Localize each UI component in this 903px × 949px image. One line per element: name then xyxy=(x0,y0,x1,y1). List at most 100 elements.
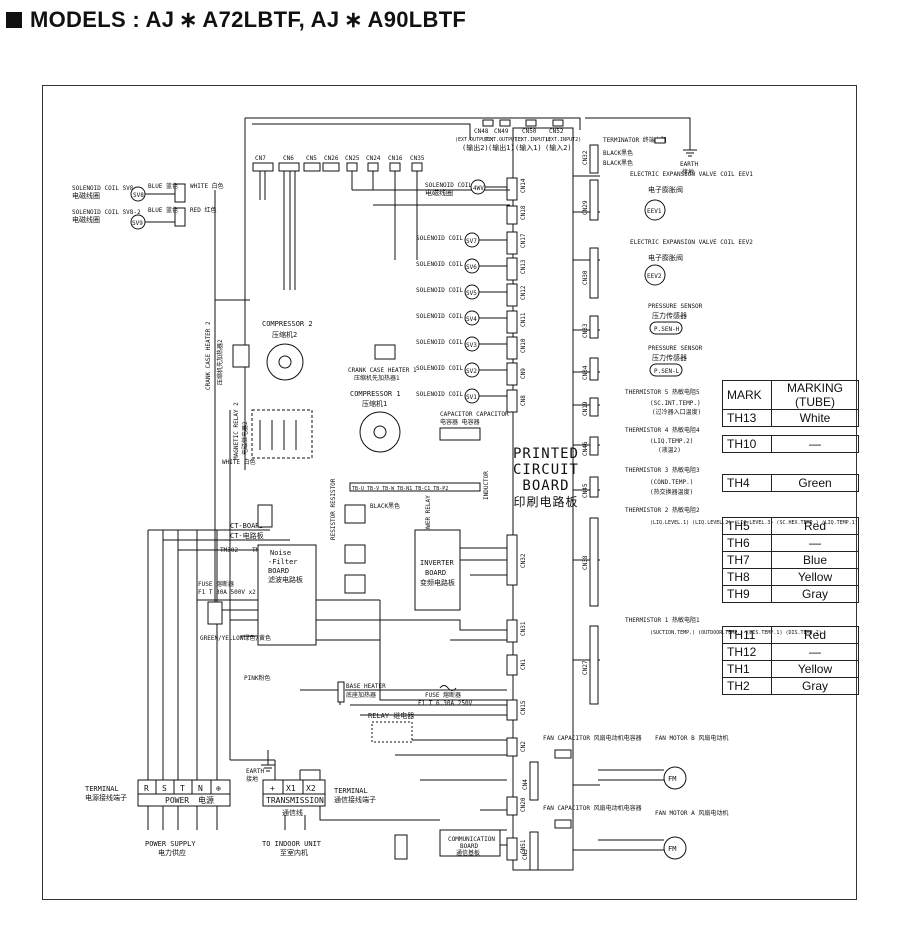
table-cell: TH4 xyxy=(722,474,772,492)
svg-text:-Filter: -Filter xyxy=(268,558,298,566)
table-row: TH6— xyxy=(722,534,859,552)
table-header-cell: MARKING (TUBE) xyxy=(771,380,859,410)
svg-text:TB-U TB-V TB-W TB-N1 TB-C1 T: TB-U TB-V TB-W TB-N1 TB-C1 TB-P2 xyxy=(352,486,448,492)
svg-text:(EXT.INPUT1): (EXT.INPUT1) xyxy=(515,137,551,143)
fan-capacitor-b: FAN CAPACITOR 风扇电动机电容器 CN4 xyxy=(522,734,642,801)
svg-text:THERMISTOR 5 热敏电阻5: THERMISTOR 5 热敏电阻5 xyxy=(625,388,700,396)
svg-text:TRANSMISSION: TRANSMISSION xyxy=(266,796,324,805)
table-cell: TH6 xyxy=(722,534,772,552)
svg-text:SOLENOID COIL: SOLENOID COIL xyxy=(416,339,463,346)
svg-text:EEV2: EEV2 xyxy=(647,273,662,280)
svg-text:印刷电路板: 印刷电路板 xyxy=(513,494,578,509)
svg-text:SOLENOID COIL: SOLENOID COIL xyxy=(416,287,463,294)
svg-text:COMPRESSOR 1: COMPRESSOR 1 xyxy=(350,390,401,398)
table-cell: TH5 xyxy=(722,517,772,535)
svg-text:(COND.TEMP.): (COND.TEMP.) xyxy=(650,479,693,486)
svg-text:CN46: CN46 xyxy=(582,441,589,456)
svg-text:CN30: CN30 xyxy=(582,270,589,285)
svg-text:MAGNETIC RELAY 2: MAGNETIC RELAY 2 xyxy=(233,402,240,460)
compressor-2: COMPRESSOR 2 压缩机2 CRANK CASE HEATER 2 压缩… xyxy=(205,320,313,390)
svg-text:CN24: CN24 xyxy=(366,155,381,162)
svg-text:EEV1: EEV1 xyxy=(647,208,662,215)
svg-text:CN13: CN13 xyxy=(520,259,527,274)
svg-text:WHITE 白色: WHITE 白色 xyxy=(190,182,224,190)
svg-text:CAPACITOR CAPACITOR: CAPACITOR CAPACITOR xyxy=(440,411,509,418)
svg-text:FM: FM xyxy=(668,775,676,783)
pcb-board xyxy=(512,127,574,871)
svg-text:BLUE 蓝色: BLUE 蓝色 xyxy=(148,182,178,190)
table-cell: Red xyxy=(771,626,859,644)
thermistor-5: THERMISTOR 5 热敏电阻5 (SC.INT.TEMP.) (过冷器入口… xyxy=(582,388,701,417)
svg-text:THERMISTOR 2 热敏电阻2: THERMISTOR 2 热敏电阻2 xyxy=(625,506,700,514)
svg-text:接地: 接地 xyxy=(246,775,258,783)
svg-text:CN6: CN6 xyxy=(283,155,294,162)
fan-motor-a: FAN MOTOR A 风扇电动机 FM xyxy=(598,809,728,860)
svg-text:变频电路板: 变频电路板 xyxy=(420,578,455,587)
table-row: MARK MARKING (TUBE) xyxy=(722,380,859,410)
svg-text:(过冷器入口温度): (过冷器入口温度) xyxy=(652,408,701,416)
pcb-left-connectors: CN14 CN18 CN17 CN13 CN12 CN11 CN10 CN9 C… xyxy=(506,177,527,861)
table-cell: TH10 xyxy=(722,435,772,453)
svg-text:CRANK CASE HEATER 2: CRANK CASE HEATER 2 xyxy=(205,321,212,390)
svg-text:THERMISTOR 3 热敏电阻3: THERMISTOR 3 热敏电阻3 xyxy=(625,466,700,474)
svg-text:TERMINAL: TERMINAL xyxy=(85,785,119,793)
svg-text:X2: X2 xyxy=(306,784,316,793)
svg-text:FAN MOTOR A 风扇电动机: FAN MOTOR A 风扇电动机 xyxy=(655,809,728,817)
svg-text:CN38: CN38 xyxy=(582,555,589,570)
svg-text:SOLENOID COIL: SOLENOID COIL xyxy=(416,365,463,372)
svg-text:THERMISTOR 4 热敏电阻4: THERMISTOR 4 热敏电阻4 xyxy=(625,426,700,434)
svg-text:(EXT.OUTPUT2): (EXT.OUTPUT2) xyxy=(455,137,494,143)
table-row: TH10 — xyxy=(722,435,859,453)
svg-text:SV1: SV1 xyxy=(466,394,477,401)
svg-text:BASE HEATER: BASE HEATER xyxy=(346,683,386,690)
svg-text:BOARD: BOARD xyxy=(268,567,289,575)
table-cell: TH11 xyxy=(722,626,772,644)
svg-text:CN10: CN10 xyxy=(520,338,527,353)
svg-text:SV7: SV7 xyxy=(466,238,477,245)
table-row: TH13 White xyxy=(722,409,859,427)
mark-table-2: TH10 — xyxy=(722,435,859,453)
power-relay: BLACK黑色 POWER RELAY RESISTOR RESISTOR xyxy=(330,478,432,594)
svg-text:CN51: CN51 xyxy=(520,839,527,854)
svg-text:SOLENOID COIL: SOLENOID COIL xyxy=(416,313,463,320)
table-cell: TH8 xyxy=(722,568,772,586)
svg-text:PRESSURE SENSOR: PRESSURE SENSOR xyxy=(648,345,703,352)
svg-text:压力传感器: 压力传感器 xyxy=(652,353,687,362)
svg-text:CN49: CN49 xyxy=(494,128,509,135)
svg-text:CN20: CN20 xyxy=(520,797,527,812)
svg-text:EARTH: EARTH xyxy=(246,768,264,775)
eev1: ELECTRIC EXPANSION VALVE COIL EEV1 电子膨胀阀… xyxy=(582,171,753,221)
svg-text:压缩机先加热器2: 压缩机先加热器2 xyxy=(216,339,224,385)
svg-text:BLUE 蓝色: BLUE 蓝色 xyxy=(148,206,178,214)
svg-text:CT-BOARD: CT-BOARD xyxy=(230,522,264,530)
svg-text:SV3: SV3 xyxy=(466,342,477,349)
svg-text:4WV: 4WV xyxy=(473,185,484,192)
svg-text:PINK粉色: PINK粉色 xyxy=(244,674,270,682)
svg-text:SOLENOID COIL: SOLENOID COIL xyxy=(416,391,463,398)
svg-text:压缩机1: 压缩机1 xyxy=(362,399,387,408)
table-cell: — xyxy=(771,643,859,661)
svg-text:RED 红色: RED 红色 xyxy=(190,206,216,214)
svg-text:COMMUNICATION: COMMUNICATION xyxy=(448,836,495,843)
svg-text:N: N xyxy=(198,784,203,793)
svg-text:CN17: CN17 xyxy=(520,233,527,248)
svg-text:电子膨胀阀: 电子膨胀阀 xyxy=(648,253,683,262)
svg-text:CN15: CN15 xyxy=(520,700,527,715)
svg-text:至室内机: 至室内机 xyxy=(280,848,308,857)
svg-text:BLACK黑色: BLACK黑色 xyxy=(603,159,633,167)
svg-text:CN27: CN27 xyxy=(582,660,589,675)
table-cell: Yellow xyxy=(771,568,859,586)
svg-text:(EXT.INPUT2): (EXT.INPUT2) xyxy=(545,137,581,143)
svg-text:THERMISTOR 1 热敏电阻1: THERMISTOR 1 热敏电阻1 xyxy=(625,616,700,624)
table-cell: Gray xyxy=(771,585,859,603)
svg-text:SOLENOID COIL: SOLENOID COIL xyxy=(425,182,472,189)
svg-text:电源: 电源 xyxy=(198,795,214,805)
svg-text:ELECTRIC EXPANSION VALVE COIL: ELECTRIC EXPANSION VALVE COIL EEV2 xyxy=(630,239,753,246)
